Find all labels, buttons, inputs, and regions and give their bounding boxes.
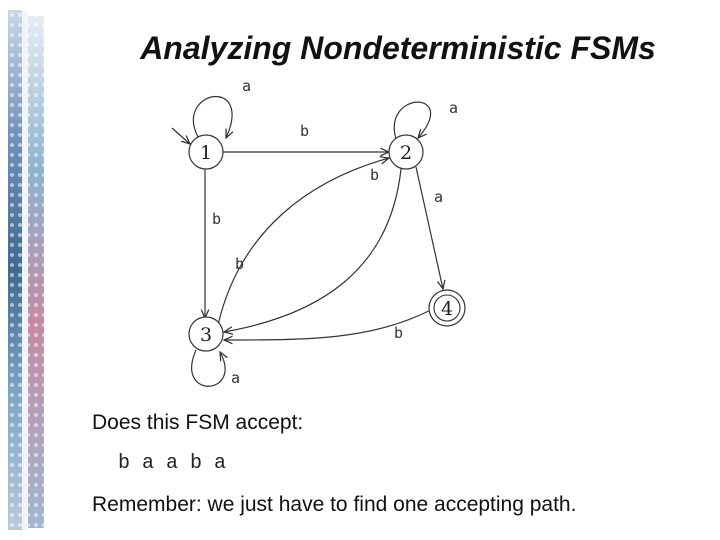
state-1-circle xyxy=(188,134,224,170)
edge-2-3-b xyxy=(224,168,402,332)
edge-label-1-3: b xyxy=(212,210,221,228)
decorative-side-strip xyxy=(8,10,44,530)
edge-label-4-3: b xyxy=(394,324,403,342)
state-1-label: 1 xyxy=(200,142,212,164)
state-3-circle xyxy=(188,316,224,352)
edge-2-2-a xyxy=(393,101,432,140)
state-2-label: 2 xyxy=(400,142,412,164)
edge-label-1-2: b xyxy=(300,122,309,140)
edge-2-4-a xyxy=(415,166,443,289)
state-4-label: 4 xyxy=(441,298,453,320)
state-3-label: 3 xyxy=(200,324,212,346)
start-arrow xyxy=(171,127,190,144)
slide-title: Analyzing Nondeterministic FSMs xyxy=(140,30,656,66)
edge-3-3-a xyxy=(191,349,225,387)
remember-note: Remember: we just have to find one accep… xyxy=(92,493,577,516)
edge-1-1-a xyxy=(192,95,232,138)
edge-label-2-2: a xyxy=(449,99,458,117)
edge-label-2-3: b xyxy=(370,166,379,184)
edge-3-2-b xyxy=(217,158,389,326)
input-string: b a a b a xyxy=(118,452,227,475)
state-4-inner-circle xyxy=(433,294,461,322)
edge-label-2-4: a xyxy=(434,188,443,206)
edge-4-3-b xyxy=(224,309,432,340)
question-text: Does this FSM accept: xyxy=(92,411,304,434)
state-2-circle xyxy=(388,134,424,170)
edge-label-3-2: b xyxy=(235,255,244,273)
edge-label-1-1: a xyxy=(242,77,251,95)
edge-label-3-3: a xyxy=(231,369,240,387)
fsm-diagram: 1 2 3 4 a b b a b a b a b xyxy=(171,77,466,387)
